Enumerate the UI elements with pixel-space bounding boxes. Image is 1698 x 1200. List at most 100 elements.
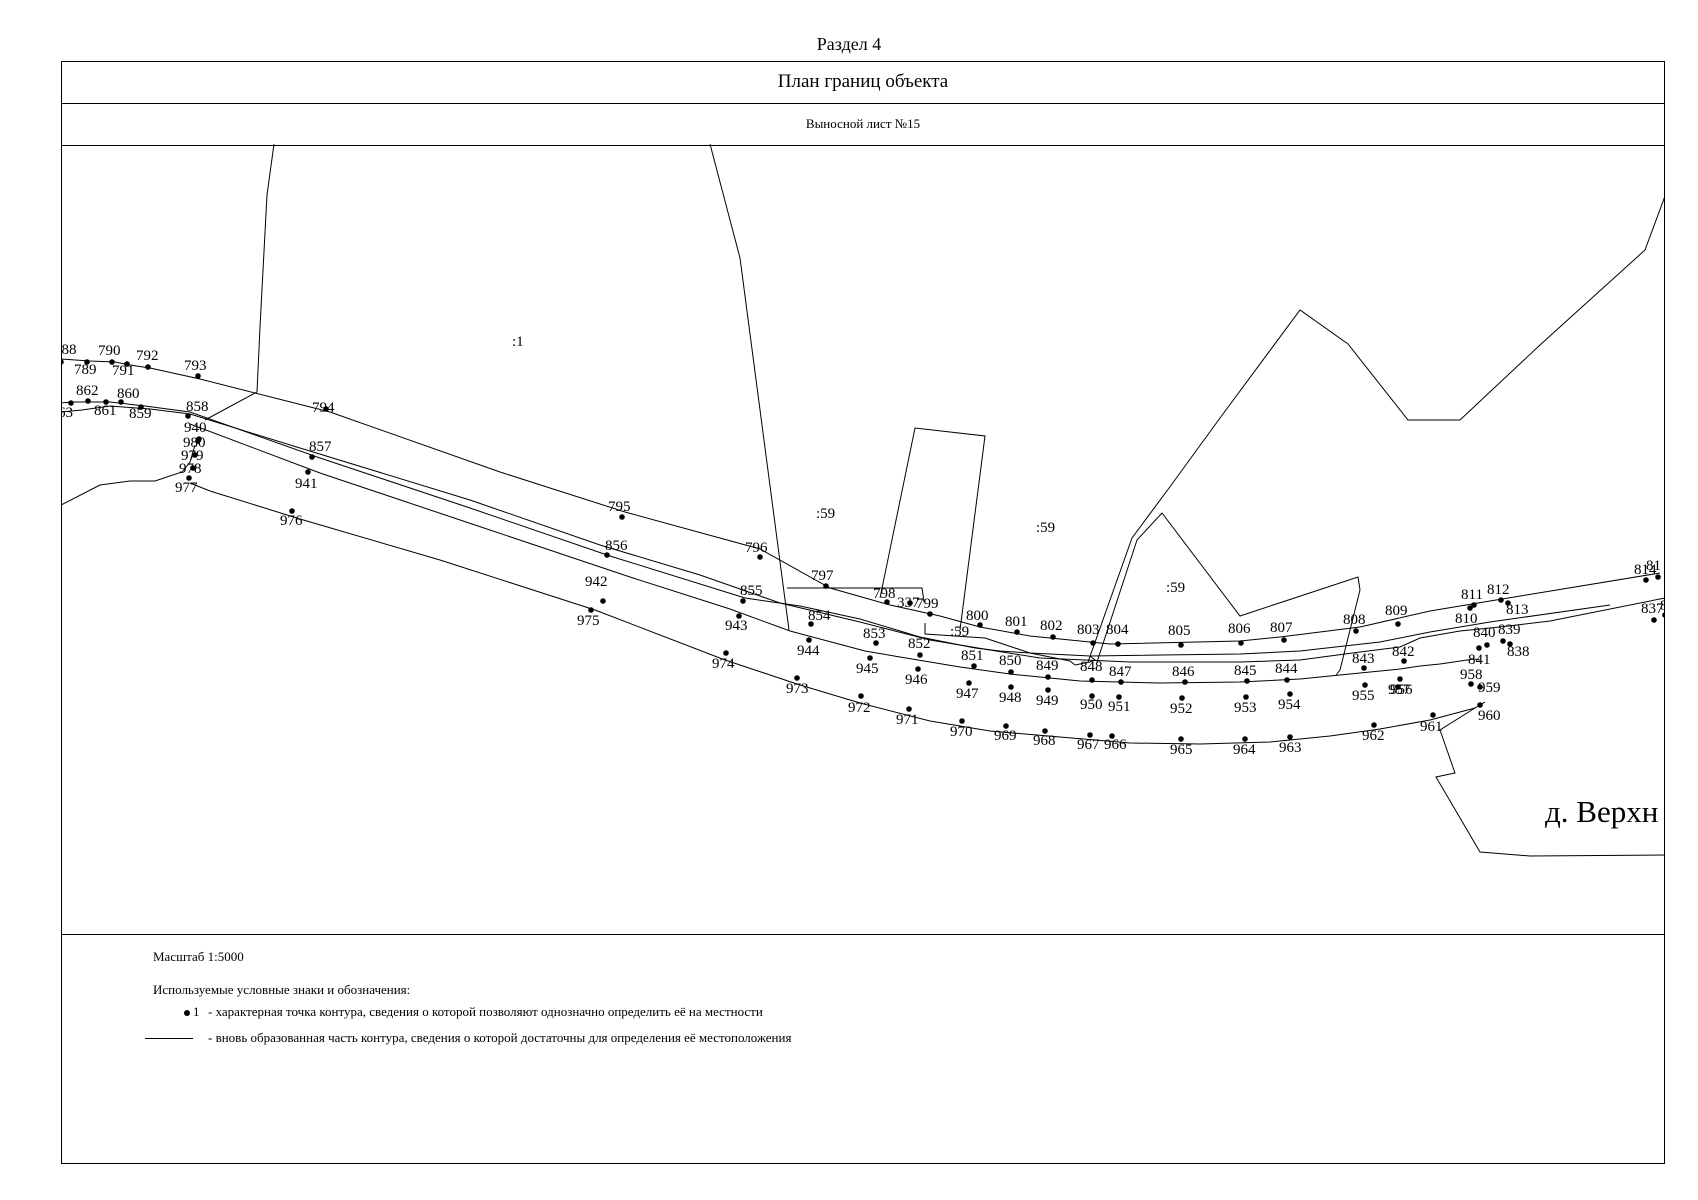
point-974-marker bbox=[723, 650, 729, 656]
point-791-label: 791 bbox=[112, 363, 135, 379]
point-954-label: 954 bbox=[1278, 697, 1301, 713]
point-969-marker bbox=[1003, 723, 1009, 729]
point-812-label: 812 bbox=[1487, 582, 1510, 598]
point-796-marker bbox=[757, 554, 763, 560]
point-840-marker bbox=[1484, 642, 1490, 648]
point-951-label: 951 bbox=[1108, 699, 1131, 715]
point-798-label: 798 bbox=[873, 586, 896, 602]
point-63-marker bbox=[68, 400, 74, 406]
point-802-marker bbox=[1050, 634, 1056, 640]
point-806-marker bbox=[1238, 640, 1244, 646]
point-63-label: 63 bbox=[61, 405, 73, 421]
point-965-label: 965 bbox=[1170, 742, 1193, 758]
point-description: - характерная точка контура, сведения о … bbox=[208, 1004, 763, 1019]
point-789-marker bbox=[84, 359, 90, 365]
point-861-label: 861 bbox=[94, 403, 117, 419]
point-790-marker bbox=[109, 359, 115, 365]
point-942-marker bbox=[600, 598, 606, 604]
point-853-marker bbox=[873, 640, 879, 646]
contour-line-rect-parcel bbox=[879, 427, 986, 631]
section-title: Раздел 4 bbox=[816, 34, 882, 54]
point-848-label: 848 bbox=[1080, 659, 1103, 675]
point-980-marker bbox=[195, 438, 201, 444]
point-943-marker bbox=[736, 613, 742, 619]
point-948-label: 948 bbox=[999, 690, 1022, 706]
point-839-marker bbox=[1500, 638, 1506, 644]
point-797-label: 797 bbox=[811, 568, 834, 584]
point-963-label: 963 bbox=[1279, 740, 1302, 756]
point-967-marker bbox=[1087, 732, 1093, 738]
point-800-marker bbox=[977, 622, 983, 628]
boundary-map-svg: 7887897907917927937947957967977983377998… bbox=[61, 144, 1665, 857]
contour-line-west-parcel bbox=[256, 144, 275, 393]
point-951-marker bbox=[1116, 694, 1122, 700]
point-813-marker bbox=[1505, 600, 1511, 606]
point-854-marker bbox=[808, 621, 814, 627]
point-846-label: 846 bbox=[1172, 664, 1195, 680]
point-963-marker bbox=[1287, 734, 1293, 740]
point-795-label: 795 bbox=[608, 499, 631, 515]
point-966-marker bbox=[1109, 733, 1115, 739]
contour-line-strip-south-3 bbox=[189, 482, 1486, 745]
point-symbol-label: 1 bbox=[193, 1004, 200, 1019]
point-788-label: 788 bbox=[61, 342, 77, 358]
point-977-label: 977 bbox=[175, 480, 198, 496]
boundary-map: 7887897907917927937947957967977983377998… bbox=[61, 144, 1665, 934]
point-854-label: 854 bbox=[808, 608, 831, 624]
point-838-label: 838 bbox=[1507, 644, 1530, 660]
point-811-label: 811 bbox=[1461, 587, 1483, 603]
point-953-label: 953 bbox=[1234, 700, 1257, 716]
point-797-marker bbox=[823, 583, 829, 589]
point-859-marker bbox=[138, 404, 144, 410]
point-943-label: 943 bbox=[725, 618, 748, 634]
point-844-marker bbox=[1284, 677, 1290, 683]
point-855-marker bbox=[740, 598, 746, 604]
point-969-label: 969 bbox=[994, 728, 1017, 744]
point-843-label: 843 bbox=[1352, 651, 1375, 667]
contour-line-strip-north bbox=[61, 358, 1661, 645]
point-857-label: 857 bbox=[309, 439, 332, 455]
point-960-marker bbox=[1477, 702, 1483, 708]
point-804-marker bbox=[1115, 641, 1121, 647]
point-974-label: 974 bbox=[712, 656, 735, 672]
contour-line-strip-south bbox=[61, 405, 1665, 663]
point-945-label: 945 bbox=[856, 661, 879, 677]
point-975-label: 975 bbox=[577, 613, 600, 629]
point-856-label: 856 bbox=[605, 538, 628, 554]
point-813-label: 813 bbox=[1506, 602, 1529, 618]
point-859-label: 859 bbox=[129, 406, 152, 422]
point-957-label: 957 bbox=[1388, 682, 1411, 698]
point-946-marker bbox=[915, 666, 921, 672]
point-975-marker bbox=[588, 607, 594, 613]
point-979-marker bbox=[192, 452, 198, 458]
point-790-label: 790 bbox=[98, 343, 121, 359]
point-809-label: 809 bbox=[1385, 603, 1408, 619]
point-946-label: 946 bbox=[905, 672, 928, 688]
point-791-marker bbox=[124, 361, 130, 367]
point-948-marker bbox=[1008, 684, 1014, 690]
point-952-marker bbox=[1179, 695, 1185, 701]
point-805-label: 805 bbox=[1168, 623, 1191, 639]
point-949-marker bbox=[1045, 687, 1051, 693]
point-858-label: 858 bbox=[186, 399, 209, 415]
contour-line-central-link bbox=[787, 587, 925, 603]
point-809-marker bbox=[1395, 621, 1401, 627]
point-956-marker bbox=[1397, 676, 1403, 682]
map-scale: Масштаб 1:5000 bbox=[153, 949, 244, 964]
point-947-label: 947 bbox=[956, 686, 979, 702]
point-794-marker bbox=[323, 406, 329, 412]
contour-line-strip-south-2 bbox=[189, 423, 1481, 684]
point-949-label: 949 bbox=[1036, 693, 1059, 709]
point-848-marker bbox=[1089, 677, 1095, 683]
point-967-label: 967 bbox=[1077, 737, 1100, 753]
plan-title: План границ объекта bbox=[62, 62, 1664, 104]
point-814-marker bbox=[1643, 577, 1649, 583]
point-945-marker bbox=[867, 655, 873, 661]
point-972-label: 972 bbox=[848, 700, 871, 716]
point-81-marker bbox=[1655, 574, 1661, 580]
point-941-marker bbox=[305, 469, 311, 475]
point-807-marker bbox=[1281, 637, 1287, 643]
point-978-marker bbox=[190, 465, 196, 471]
point-810-marker bbox=[1467, 605, 1473, 611]
point-952-label: 952 bbox=[1170, 701, 1193, 717]
